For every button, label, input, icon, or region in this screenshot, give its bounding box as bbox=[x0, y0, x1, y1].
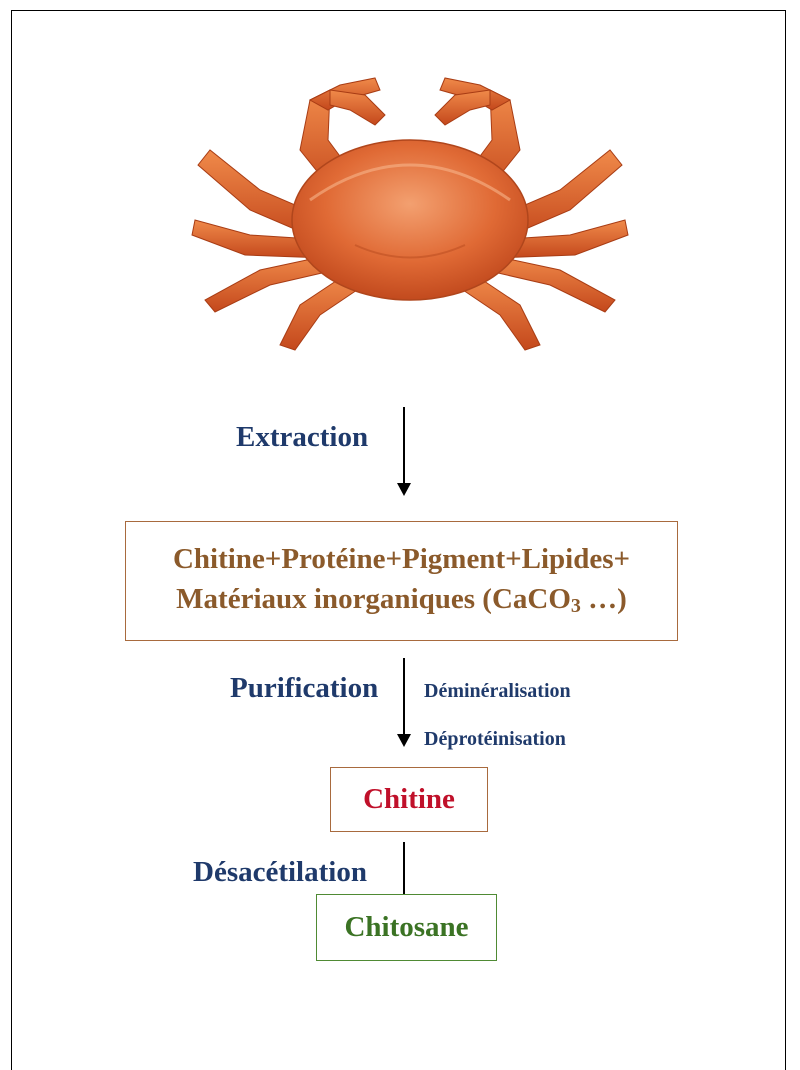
crab-image bbox=[180, 70, 640, 370]
composition-box: Chitine+Protéine+Pigment+Lipides+ Matéri… bbox=[125, 521, 678, 641]
chitosane-box: Chitosane bbox=[316, 894, 497, 961]
chitine-box: Chitine bbox=[330, 767, 488, 832]
composition-line-1: Chitine+Protéine+Pigment+Lipides+ bbox=[126, 539, 677, 579]
purification-label: Purification bbox=[230, 672, 378, 705]
arrow-down-icon bbox=[394, 658, 414, 748]
desacetilation-label: Désacétilation bbox=[193, 856, 367, 889]
arrow-down-icon bbox=[394, 407, 414, 497]
extraction-label: Extraction bbox=[236, 421, 368, 454]
demineralisation-label: Déminéralisation bbox=[424, 680, 571, 703]
composition-line-2: Matériaux inorganiques (CaCO3 …) bbox=[126, 579, 677, 626]
deproteinisation-label: Déprotéinisation bbox=[424, 728, 566, 751]
